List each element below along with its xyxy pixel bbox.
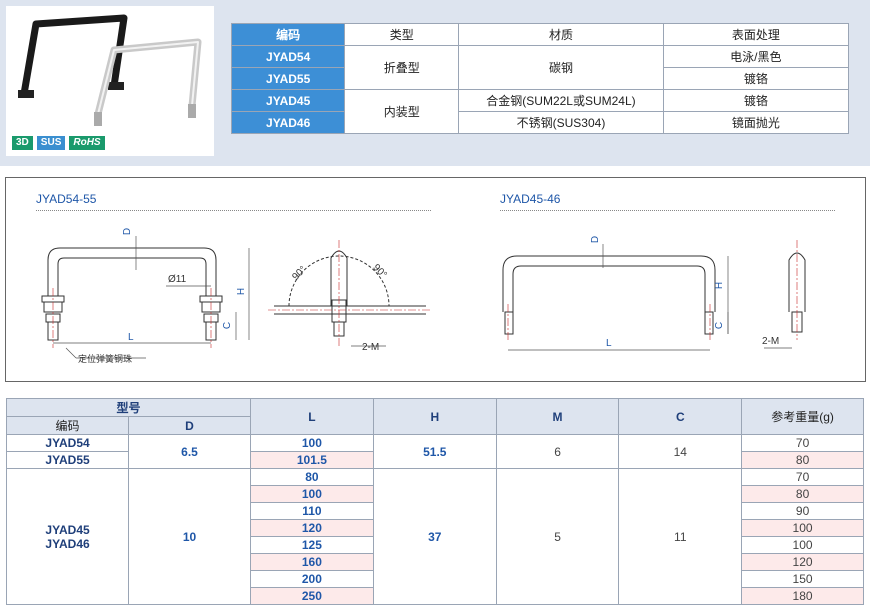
dim-label-diameter: Ø11 <box>168 274 187 285</box>
dims-header-m: M <box>495 398 620 435</box>
dim-label-m-right: 2-M <box>762 336 780 347</box>
spec-header-code: 编码 <box>230 23 346 46</box>
dims-weight: 180 <box>741 587 864 605</box>
dimension-table: 型号 L H M C 参考重量(g) 编码 D JYAD54 6.5 100 5… <box>5 398 864 605</box>
dims-c: 11 <box>618 468 743 605</box>
dim-label-h: H <box>236 287 248 296</box>
dims-m: 5 <box>495 468 620 605</box>
spec-header-type: 类型 <box>344 23 460 46</box>
dims-l: 100 <box>249 434 374 452</box>
dims-d: 6.5 <box>128 434 251 469</box>
badge-rohs: RoHS <box>69 136 105 150</box>
dim-label-l: L <box>128 332 134 343</box>
dims-l: 125 <box>249 536 374 554</box>
dim-label-m-left: 2-M <box>362 342 380 353</box>
dim-label-c: C <box>222 321 234 330</box>
spec-material: 碳钢 <box>458 45 664 90</box>
drawing-panel: JYAD54-55 JYAD45-46 <box>5 177 866 382</box>
dims-weight: 70 <box>741 434 864 452</box>
spec-code: JYAD46 <box>230 111 346 134</box>
dim-label-c-right: C <box>714 321 726 330</box>
spec-code: JYAD55 <box>230 67 346 90</box>
spec-finish: 镀铬 <box>662 89 850 112</box>
spec-header-material: 材质 <box>458 23 664 46</box>
dim-label-d-right: D <box>590 235 602 244</box>
spec-finish: 镜面抛光 <box>662 111 850 134</box>
spec-material: 合金钢(SUM22L或SUM24L) <box>458 89 664 112</box>
spec-table: 编码 类型 材质 表面处理 JYAD54 折叠型 碳钢 电泳/黑色 JYAD55… <box>230 23 850 134</box>
dims-weight: 70 <box>741 468 864 486</box>
drawing-title-divider <box>36 210 431 211</box>
dims-h: 37 <box>372 468 497 605</box>
dims-code: JYAD55 <box>5 451 130 469</box>
dims-group-header: 型号 <box>6 398 251 417</box>
dims-header-d: D <box>128 416 251 435</box>
handle-photo-illustration <box>18 14 202 126</box>
technical-drawing <box>41 236 806 359</box>
spec-finish: 镀铬 <box>662 67 850 90</box>
dims-d: 10 <box>128 468 251 605</box>
dims-code: JYAD45 <box>45 522 90 537</box>
dims-weight: 100 <box>741 536 864 554</box>
dims-l: 110 <box>249 502 374 520</box>
dims-header-code: 编码 <box>5 416 130 435</box>
dims-l: 101.5 <box>249 451 374 469</box>
product-photo <box>6 6 214 156</box>
spec-header-finish: 表面处理 <box>662 23 850 46</box>
dims-code: JYAD54 <box>5 434 130 452</box>
drawing-title-left: JYAD54-55 <box>36 192 97 206</box>
spec-finish: 电泳/黑色 <box>662 45 850 68</box>
dims-weight: 80 <box>741 485 864 503</box>
dims-weight: 120 <box>741 553 864 571</box>
spec-type: 内装型 <box>344 89 460 134</box>
spec-code: JYAD54 <box>230 45 346 68</box>
dims-header-c: C <box>618 398 743 435</box>
drawing-title-right: JYAD45-46 <box>500 192 561 206</box>
dims-l: 200 <box>249 570 374 588</box>
dims-header-h: H <box>372 398 497 435</box>
badge-group: 3D SUS RoHS <box>12 136 105 150</box>
dim-label-d: D <box>122 227 134 236</box>
dims-l: 120 <box>249 519 374 537</box>
dims-m: 6 <box>495 434 620 469</box>
dims-weight: 90 <box>741 502 864 520</box>
dims-l: 160 <box>249 553 374 571</box>
dims-code: JYAD46 <box>45 536 90 551</box>
spec-material: 不锈钢(SUS304) <box>458 111 664 134</box>
drawing-title-divider <box>500 210 835 211</box>
dims-weight: 80 <box>741 451 864 469</box>
dims-l: 80 <box>249 468 374 486</box>
badge-3d: 3D <box>12 136 33 150</box>
dims-l: 100 <box>249 485 374 503</box>
badge-sus: SUS <box>36 136 66 150</box>
spec-code: JYAD45 <box>230 89 346 112</box>
spec-type: 折叠型 <box>344 45 460 90</box>
dims-l: 250 <box>249 587 374 605</box>
dim-label-l-right: L <box>606 338 612 349</box>
dims-c: 14 <box>618 434 743 469</box>
dims-weight: 100 <box>741 519 864 537</box>
dims-weight: 150 <box>741 570 864 588</box>
note-spring-ball: 定位弹簧钢珠 <box>78 354 133 364</box>
dims-header-weight: 参考重量(g) <box>741 398 864 435</box>
dims-header-l: L <box>249 398 374 435</box>
dim-label-h-right: H <box>714 281 726 290</box>
dims-h: 51.5 <box>372 434 497 469</box>
